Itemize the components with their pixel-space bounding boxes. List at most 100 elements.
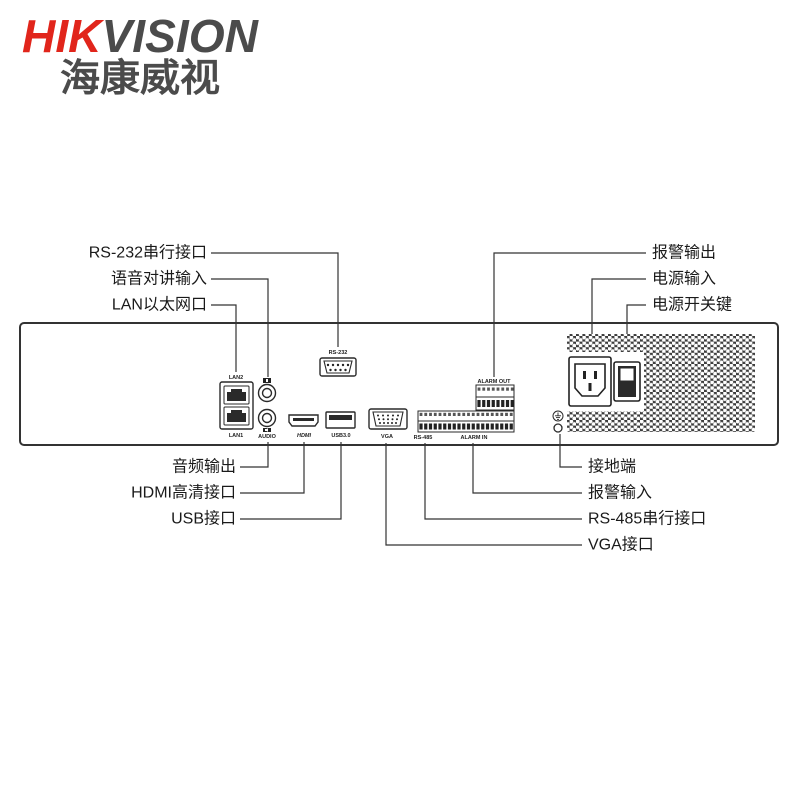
callout-label-audio-out: 音频输出 [172, 458, 236, 476]
terminal-hole [510, 400, 514, 407]
callout-labels: RS-232串行接口 语音对讲输入 LAN以太网口 音频输出 HDMI高清接口 … [89, 244, 732, 554]
terminal-screw [487, 387, 490, 391]
alarm-out-terminal: ALARM OUT [475, 379, 515, 411]
power-inlet-socket [574, 363, 606, 397]
callout-line-audio-in [211, 278, 269, 377]
hdmi-port: HDMI [288, 414, 319, 439]
terminal-hole [433, 423, 437, 430]
logo-english: HIKVISION [22, 10, 259, 62]
vga-port: VGA [368, 408, 408, 440]
vga-pin [387, 422, 389, 424]
terminal-screw [457, 412, 461, 416]
callout-line-ground [559, 434, 582, 468]
terminal-hole [471, 423, 475, 430]
terminal-screw [443, 412, 447, 416]
terminal-hole [500, 423, 504, 430]
db9-pin [334, 368, 337, 372]
terminal-screw [501, 387, 505, 391]
callout-label-audio-in: 语音对讲输入 [111, 270, 207, 288]
alarm-out-screw-strip [475, 384, 515, 398]
terminal-screw [471, 412, 475, 416]
callout-label-hdmi: HDMI高清接口 [131, 484, 236, 502]
callout-label-rs485: RS-485串行接口 [588, 510, 706, 528]
device-rear-panel: LAN2 LAN1 AUDIO [19, 322, 779, 446]
db9-pin [336, 363, 340, 367]
callout-line-alarm-out [493, 252, 646, 377]
terminal-hole [490, 423, 494, 430]
terminal-screw [467, 412, 470, 416]
terminal-hole [462, 423, 466, 430]
vga-pin [387, 418, 389, 421]
alarm-in-screw-strip [417, 410, 515, 422]
terminal-hole [482, 400, 486, 407]
speaker-icon [263, 428, 271, 432]
terminal-screw [429, 412, 432, 416]
lan2-label: LAN2 [229, 375, 243, 381]
terminal-screw [490, 412, 494, 416]
terminal-screw [486, 412, 489, 416]
lan1-label: LAN1 [229, 433, 243, 439]
terminal-screw [448, 412, 451, 416]
db9-pin [339, 368, 342, 372]
terminal-hole [485, 423, 490, 430]
callout-label-lan: LAN以太网口 [112, 296, 207, 314]
db9-pin [331, 363, 335, 367]
audio-label: AUDIO [258, 434, 276, 440]
hikvision-logo: HIKVISION 海康威视 [22, 10, 259, 100]
lan-ports: LAN2 LAN1 [219, 375, 254, 439]
terminal-hole [504, 423, 509, 430]
callout-line-rs232 [211, 252, 339, 347]
ground-symbol-icon [552, 410, 564, 422]
vga-pin [397, 414, 399, 417]
power-switch-rocker-face [620, 368, 634, 381]
callout-label-alarm-in: 报警输入 [588, 484, 652, 502]
callout-line-vga [385, 443, 582, 546]
hdmi-port-tongue [293, 418, 314, 421]
alarm-in-label: ALARM IN [461, 435, 488, 441]
terminal-screw [476, 412, 480, 416]
lan2-port-socket [227, 389, 246, 401]
power-inlet-pin [594, 371, 597, 379]
rs232-port-socket [323, 360, 353, 374]
vga-pin [379, 422, 381, 424]
vga-pin [391, 418, 394, 421]
alarm-out-wire-strip [475, 396, 515, 411]
terminal-hole [495, 423, 499, 430]
terminal-hole [477, 400, 481, 407]
vga-pin [391, 422, 393, 424]
alarm-out-label: ALARM OUT [478, 379, 512, 385]
terminal-hole [457, 423, 461, 430]
terminal-screw [495, 412, 499, 416]
db9-pin [326, 363, 330, 367]
terminal-screw [477, 387, 481, 391]
vga-pin [395, 422, 397, 424]
ground-screw [553, 423, 563, 433]
callout-line-lan [211, 304, 237, 372]
vga-pin [382, 418, 385, 421]
logo-vision: VISION [102, 10, 259, 62]
terminal-screw [438, 412, 442, 416]
vga-pin [377, 414, 379, 417]
audio-out-jack-ring [261, 412, 273, 424]
audio-jacks: AUDIO [257, 378, 277, 440]
callout-label-rs232: RS-232串行接口 [89, 244, 207, 262]
terminal-hole [491, 400, 495, 407]
hdmi-label: HDMI [297, 433, 312, 439]
callout-label-ground: 接地端 [588, 458, 636, 476]
vga-pin [383, 422, 385, 424]
terminal-screw [419, 412, 423, 416]
terminal-screw [506, 387, 509, 391]
db9-pin [344, 368, 347, 372]
terminal-hole [466, 423, 471, 430]
terminal-hole [486, 400, 491, 407]
terminal-hole [501, 400, 505, 407]
rs232-label: RS-232 [329, 350, 348, 356]
power-inlet-pin [588, 383, 592, 391]
terminal-screw [462, 412, 466, 416]
callout-label-alarm-out: 报警输出 [652, 244, 716, 262]
terminal-hole [496, 400, 500, 407]
vga-pin [392, 414, 394, 417]
power-inlet [568, 356, 612, 407]
terminal-screw [452, 412, 456, 416]
